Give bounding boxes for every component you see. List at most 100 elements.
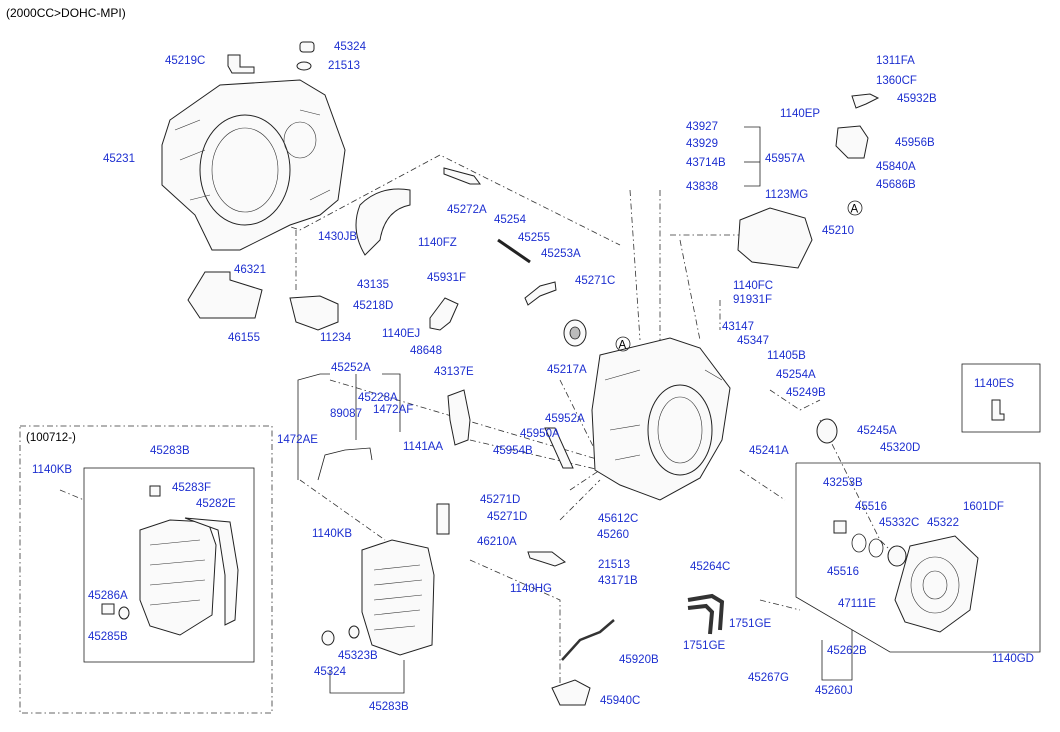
part-label-1472ae[interactable]: 1472AE: [277, 434, 318, 446]
part-label-45932b[interactable]: 45932B: [897, 93, 937, 105]
part-label-1140es[interactable]: 1140ES: [974, 378, 1014, 390]
part-label-45272a[interactable]: 45272A: [447, 204, 487, 216]
part-label-45254[interactable]: 45254: [494, 214, 527, 226]
part-label-45324[interactable]: 45324: [314, 666, 347, 678]
seal-45332c[interactable]: [887, 545, 907, 567]
seal-45245a[interactable]: [816, 418, 838, 444]
part-label-1140kb[interactable]: 1140KB: [312, 528, 352, 540]
valve-body-main[interactable]: [361, 539, 435, 656]
part-label-45262b[interactable]: 45262B: [827, 645, 867, 657]
part-label-89087[interactable]: 89087: [330, 408, 362, 420]
part-label-45231[interactable]: 45231: [103, 153, 135, 165]
part-label-1141aa[interactable]: 1141AA: [403, 441, 443, 453]
part-label-45950a[interactable]: 45950A: [520, 428, 560, 440]
rail-45272a[interactable]: [443, 167, 481, 185]
ring-45516-a[interactable]: [851, 533, 867, 553]
part-label-45219c[interactable]: 45219C: [165, 55, 205, 67]
part-label-45245a[interactable]: 45245A: [857, 425, 897, 437]
part-label-45686b[interactable]: 45686B: [876, 179, 916, 191]
shield-43135[interactable]: [355, 188, 411, 256]
part-label-21513[interactable]: 21513: [328, 60, 360, 72]
part-label-1601df[interactable]: 1601DF: [963, 501, 1004, 513]
bracket-45219c[interactable]: [227, 54, 255, 74]
part-label-45516[interactable]: 45516: [855, 501, 887, 513]
part-label-1140fc[interactable]: 1140FC: [733, 280, 773, 292]
part-label-45332c[interactable]: 45332C: [879, 517, 919, 529]
ring-45285b[interactable]: [118, 606, 130, 620]
transaxle-case-45241a[interactable]: [591, 337, 731, 501]
part-label-45954b[interactable]: 45954B: [493, 445, 533, 457]
part-label-45283b[interactable]: 45283B: [150, 445, 190, 457]
part-label-21513[interactable]: 21513: [598, 559, 630, 571]
part-label-45218d[interactable]: 45218D: [353, 300, 393, 312]
part-label-1360cf[interactable]: 1360CF: [876, 75, 917, 87]
part-label-45241a[interactable]: 45241A: [749, 445, 789, 457]
bell-housing-45231[interactable]: [161, 79, 346, 251]
part-label-45210[interactable]: 45210: [822, 225, 854, 237]
plug-45324[interactable]: [299, 41, 315, 53]
pipe-46210a[interactable]: [527, 551, 567, 567]
part-label-45320d[interactable]: 45320D: [880, 442, 920, 454]
part-label-45840a[interactable]: 45840A: [876, 161, 916, 173]
part-label-45940c[interactable]: 45940C: [600, 695, 640, 707]
part-label-1140kb[interactable]: 1140KB: [32, 464, 72, 476]
part-label-1751ge[interactable]: 1751GE: [683, 640, 726, 652]
bracket-45931f[interactable]: [429, 297, 459, 331]
ring-21513-top[interactable]: [296, 61, 312, 71]
cap-45324[interactable]: [321, 630, 335, 646]
part-label-1311fa[interactable]: 1311FA: [876, 55, 915, 67]
sensor-45956b[interactable]: [835, 125, 869, 159]
part-label-46210a[interactable]: 46210A: [477, 536, 517, 548]
part-label-43253b[interactable]: 43253B: [823, 477, 863, 489]
part-label-1123mg[interactable]: 1123MG: [765, 189, 808, 201]
part-label-45228a[interactable]: 45228A: [358, 392, 398, 404]
part-label-45271d[interactable]: 45271D: [480, 494, 520, 506]
hose-1472ae[interactable]: [317, 447, 373, 481]
part-label-1140fz[interactable]: 1140FZ: [418, 237, 457, 249]
part-label-47111e[interactable]: 47111E: [838, 598, 876, 610]
part-label-45952a[interactable]: 45952A: [545, 413, 585, 425]
part-label-45255[interactable]: 45255: [518, 232, 550, 244]
lever-45253a[interactable]: [524, 281, 557, 306]
part-label-45249b[interactable]: 45249B: [786, 387, 826, 399]
part-label-45252a[interactable]: 45252A: [331, 362, 371, 374]
part-label-45271d[interactable]: 45271D: [487, 511, 527, 523]
part-label-1140ej[interactable]: 1140EJ: [382, 328, 420, 340]
bolt-45283f[interactable]: [149, 485, 161, 497]
part-label-43927[interactable]: 43927: [686, 121, 718, 133]
bolt-1140es[interactable]: [991, 399, 1005, 421]
shaft-45254[interactable]: [497, 238, 531, 264]
part-label-45217a[interactable]: 45217A: [547, 364, 587, 376]
part-label-45283b[interactable]: 45283B: [369, 701, 409, 713]
part-label-1472af[interactable]: 1472AF: [373, 404, 413, 416]
part-label-43714b[interactable]: 43714B: [686, 157, 726, 169]
part-label-11234[interactable]: 11234: [320, 332, 352, 344]
part-label-45347[interactable]: 45347: [737, 335, 769, 347]
part-label-46321[interactable]: 46321: [234, 264, 266, 276]
part-label-1140hg[interactable]: 1140HG: [510, 583, 552, 595]
bracket-45218d[interactable]: [289, 295, 339, 331]
bracket-45932b[interactable]: [851, 93, 880, 109]
strip-45950a[interactable]: [544, 427, 574, 469]
tube-45264c[interactable]: [687, 593, 725, 631]
bushing-43253b[interactable]: [833, 520, 847, 534]
ring-45323b[interactable]: [348, 625, 360, 639]
part-label-43147[interactable]: 43147: [722, 321, 754, 333]
filter-46321[interactable]: [187, 271, 263, 319]
ring-45516-b[interactable]: [868, 538, 884, 558]
part-label-43838[interactable]: 43838: [686, 181, 718, 193]
part-label-43171b[interactable]: 43171B: [598, 575, 638, 587]
part-label-45271c[interactable]: 45271C: [575, 275, 615, 287]
part-label-45956b[interactable]: 45956B: [895, 137, 935, 149]
part-label-43135[interactable]: 43135: [357, 279, 389, 291]
part-label-45260[interactable]: 45260: [597, 529, 629, 541]
part-label-45253a[interactable]: 45253A: [541, 248, 581, 260]
part-label-45282e[interactable]: 45282E: [196, 498, 236, 510]
part-label-45323b[interactable]: 45323B: [338, 650, 378, 662]
bracket-45210[interactable]: [737, 207, 813, 269]
part-label-45286a[interactable]: 45286A: [88, 590, 128, 602]
connector-plug[interactable]: [436, 503, 450, 535]
part-label-45920b[interactable]: 45920B: [619, 654, 659, 666]
bracket-43137e[interactable]: [447, 389, 471, 446]
part-label-45957a[interactable]: 45957A: [765, 153, 805, 165]
